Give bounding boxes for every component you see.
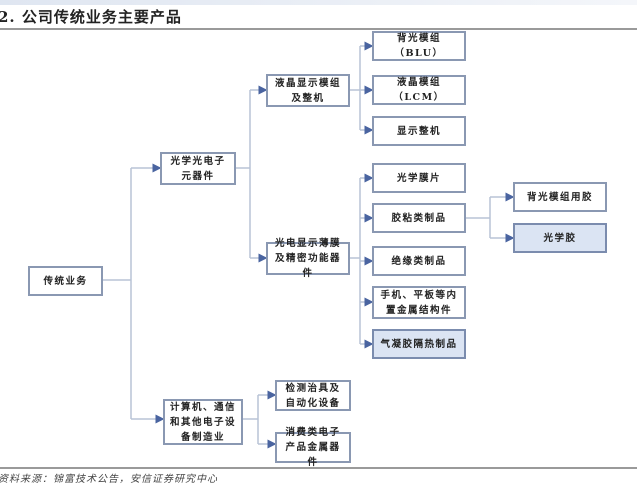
- node-computer-communication: 计算机、通信和其他电子设备制造业: [163, 399, 243, 445]
- top-rule: [0, 28, 637, 30]
- connector-film-trunk: [350, 178, 361, 344]
- bottom-rule: [0, 467, 637, 469]
- node-lcd-module: 液晶显示模组及整机: [266, 74, 350, 107]
- node-metal-structure: 手机、平板等内置金属结构件: [372, 286, 466, 319]
- connector-root-trunk: [103, 168, 132, 419]
- top-band: [0, 0, 637, 5]
- node-consumer-metal: 消费类电子产品金属器件: [275, 427, 351, 468]
- connector-computer-trunk: [243, 395, 259, 444]
- node-optoelectronic-film: 光电显示薄膜及精密功能器件: [266, 238, 350, 279]
- connector-adhesive-trunk: [466, 197, 491, 238]
- node-blu: 背光模组（BLU）: [372, 31, 466, 61]
- node-optical-film: 光学膜片: [372, 163, 466, 193]
- node-test-fixture: 检测治具及自动化设备: [275, 380, 351, 411]
- node-display-unit: 显示整机: [372, 116, 466, 146]
- connector-optical-trunk: [236, 90, 251, 258]
- node-optical-components: 光学光电子元器件: [160, 152, 236, 185]
- node-traditional-business: 传统业务: [28, 266, 103, 296]
- node-aerogel: 气凝胶隔热制品: [372, 329, 466, 359]
- source-note: 资料来源：锦富技术公告，安信证券研究中心: [0, 474, 218, 485]
- connector-lcd-trunk: [350, 46, 361, 130]
- node-adhesive-products: 胶粘类制品: [372, 203, 466, 233]
- figure-title: 2. 公司传统业务主要产品: [0, 8, 182, 26]
- node-lcm: 液晶模组（LCM）: [372, 75, 466, 105]
- node-insulation-products: 绝缘类制品: [372, 246, 466, 276]
- node-backlight-adhesive: 背光模组用胶: [513, 182, 607, 212]
- node-optical-adhesive: 光学胶: [513, 223, 607, 253]
